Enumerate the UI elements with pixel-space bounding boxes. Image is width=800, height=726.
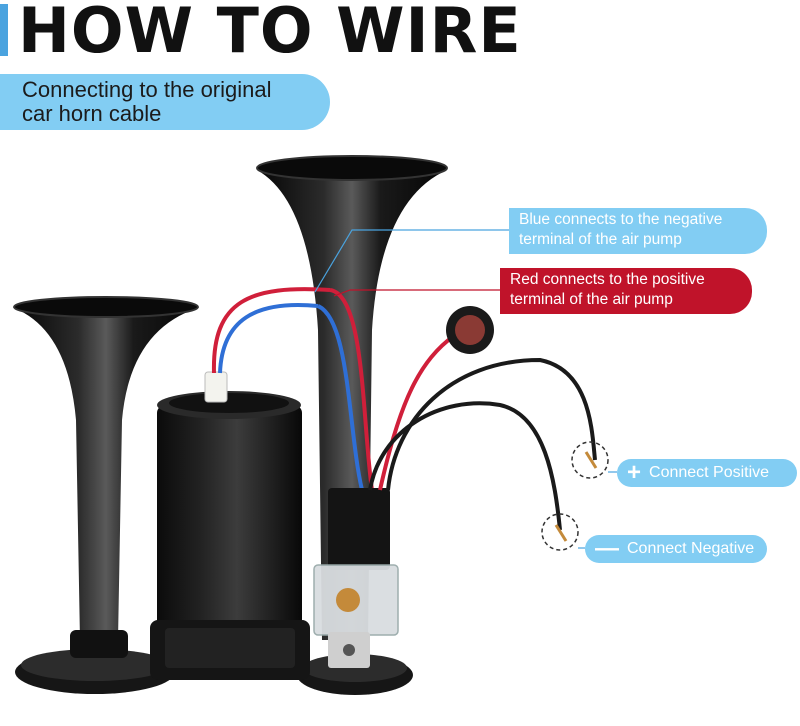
connect-negative-text: Connect Negative bbox=[627, 540, 755, 557]
horn-button bbox=[446, 306, 494, 354]
connect-negative-label: — Connect Negative bbox=[585, 535, 767, 563]
blue-callout-line-2: terminal of the air pump bbox=[519, 231, 682, 248]
blue-wire-callout: Blue connects to the negative terminal o… bbox=[509, 208, 767, 254]
subtitle-banner: Connecting to the original car horn cabl… bbox=[0, 74, 330, 130]
red-callout-leader bbox=[333, 289, 500, 297]
title-accent-bar bbox=[0, 4, 8, 56]
negative-terminal-ring bbox=[541, 513, 579, 551]
blue-callout-line-1: Blue connects to the negative bbox=[519, 211, 723, 228]
right-horn bbox=[256, 155, 448, 640]
page-title: HOW TO WIRE bbox=[18, 0, 522, 67]
plus-icon: + bbox=[627, 459, 642, 486]
connect-positive-label: + Connect Positive bbox=[617, 459, 797, 487]
left-horn-base bbox=[15, 649, 175, 694]
left-horn bbox=[13, 296, 199, 658]
red-callout-line-2: terminal of the air pump bbox=[510, 291, 673, 308]
air-pump bbox=[150, 371, 310, 680]
red-callout-line-1: Red connects to the positive bbox=[510, 271, 705, 288]
relay bbox=[313, 488, 399, 668]
red-wire-callout: Red connects to the positive terminal of… bbox=[500, 268, 752, 314]
connect-positive-text: Connect Positive bbox=[649, 464, 770, 481]
minus-icon: — bbox=[595, 535, 619, 562]
positive-terminal-ring bbox=[571, 441, 609, 479]
subtitle-line-1: Connecting to the original bbox=[22, 77, 272, 102]
subtitle-line-2: car horn cable bbox=[22, 101, 162, 126]
blue-callout-leader bbox=[314, 229, 509, 293]
